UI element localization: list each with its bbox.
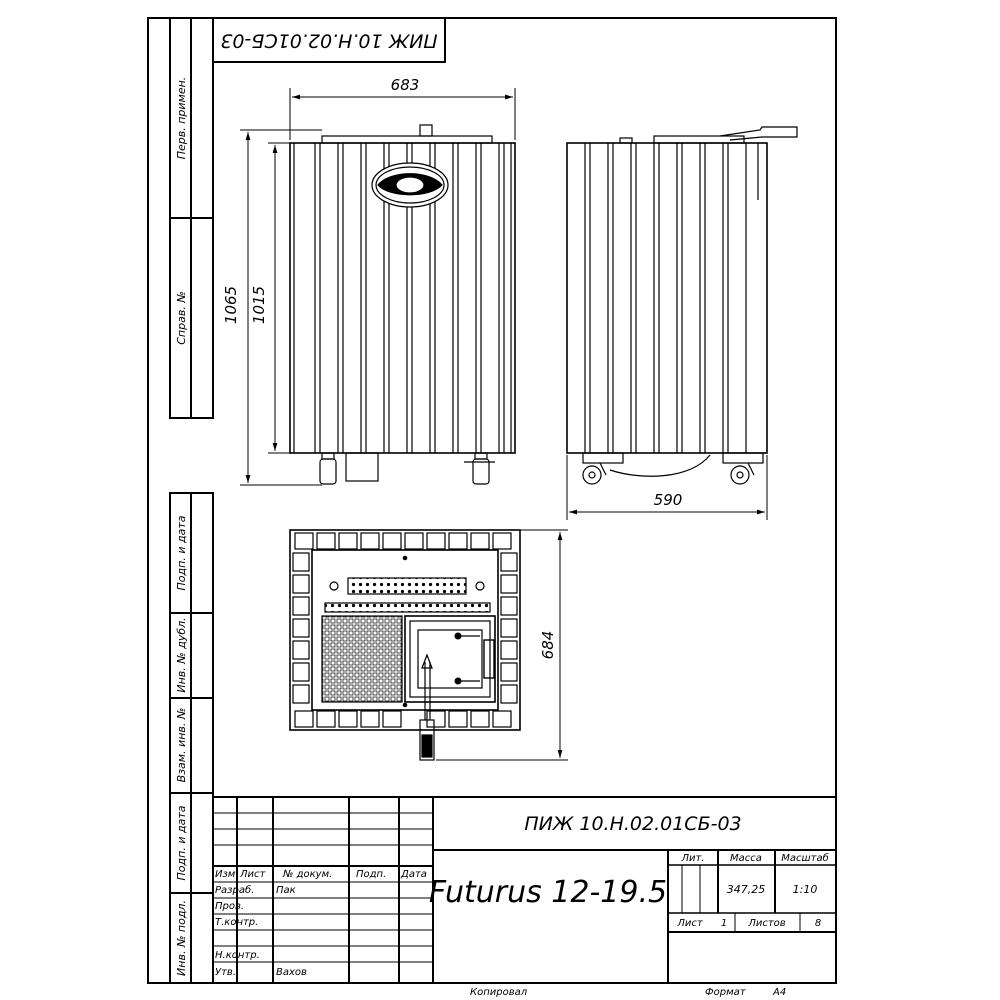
listov-value: 8	[815, 918, 821, 929]
plan-rod	[419, 653, 435, 761]
outer-frame	[147, 17, 837, 984]
row-utv-name: Вахов	[276, 967, 307, 978]
dim-width-front: 683	[391, 76, 420, 94]
dim-depth-side: 590	[654, 491, 683, 509]
left-margin	[169, 17, 214, 984]
plan-border-tiles	[292, 532, 518, 728]
listov-label: Листов	[747, 918, 785, 929]
label-inv-no-podl: Инв. № подл.	[175, 900, 188, 976]
left-margin-labels: Перв. примен. Справ. № Подп. и дата Инв.…	[175, 77, 188, 976]
side-wheels	[582, 452, 764, 485]
plan-grate-2	[324, 602, 491, 613]
side-lid	[653, 135, 745, 144]
dim-height-total: 1065	[222, 286, 240, 324]
plan-door-glass	[417, 629, 483, 689]
front-wheels	[319, 452, 495, 485]
massa-label: Масса	[730, 853, 762, 864]
designation-main: ПИЖ 10.Н.02.01СБ-03	[524, 813, 741, 835]
masshtab-value: 1:10	[793, 883, 818, 896]
top-designation-box: ПИЖ 10.Н.02.01СБ-03	[212, 17, 446, 63]
title-block	[213, 796, 836, 983]
row-prov: Пров.	[215, 901, 244, 912]
list-value: 1	[721, 918, 727, 929]
footer-format-label: Формат	[705, 987, 747, 998]
row-nkontr: Н.контр.	[215, 950, 260, 961]
side-handle	[719, 126, 798, 141]
label-inv-no-dubl: Инв. № дубл.	[175, 617, 188, 692]
product-title: Futurus 12-19.5	[429, 875, 667, 910]
plan-door-handle	[483, 639, 495, 679]
hdr-no-dokum: № докум.	[282, 869, 332, 880]
front-dimensions	[240, 88, 516, 486]
hdr-podp: Подп.	[356, 869, 386, 880]
hdr-izm: Изм.	[215, 869, 239, 880]
plan-dimensions	[436, 529, 568, 761]
massa-value: 347,25	[727, 883, 766, 896]
label-podp-i-data-1: Подп. и дата	[175, 515, 188, 590]
footer-kopiroval: Копировал	[470, 987, 528, 998]
plan-grate-1	[347, 577, 467, 595]
row-razrab-name: Пак	[276, 885, 296, 896]
row-tkontr: Т.контр.	[215, 917, 258, 928]
list-label: Лист	[676, 918, 704, 929]
row-razrab: Разраб.	[215, 884, 254, 896]
plan-door-frame	[404, 615, 496, 703]
label-sprav-no: Справ. №	[175, 291, 188, 345]
label-podp-i-data-2: Подп. и дата	[175, 805, 188, 880]
label-vzam-inv-no: Взам. инв. №	[175, 708, 188, 783]
footer-format-value: А4	[772, 987, 786, 998]
front-lid	[321, 135, 493, 144]
dim-height-body: 1015	[250, 286, 268, 324]
lit-label: Лит.	[680, 853, 704, 864]
plan-view	[289, 529, 521, 761]
front-view	[289, 124, 516, 485]
front-top-knob	[419, 124, 433, 137]
top-designation-text: ПИЖ 10.Н.02.01СБ-03	[220, 30, 437, 52]
plan-mesh	[321, 615, 403, 703]
hdr-data: Дата	[400, 869, 427, 880]
side-cable	[609, 454, 711, 477]
side-view	[566, 126, 798, 485]
side-panels	[584, 143, 759, 453]
hdr-list: Лист	[239, 869, 267, 880]
plan-inner-top	[311, 549, 499, 711]
logo-emblem	[371, 162, 449, 208]
masshtab-label: Масштаб	[781, 852, 829, 864]
label-perv-primen: Перв. примен.	[175, 77, 188, 160]
dim-plan-depth: 684	[539, 631, 557, 660]
side-dimensions	[566, 455, 768, 520]
row-utv: Утв.	[215, 967, 236, 978]
